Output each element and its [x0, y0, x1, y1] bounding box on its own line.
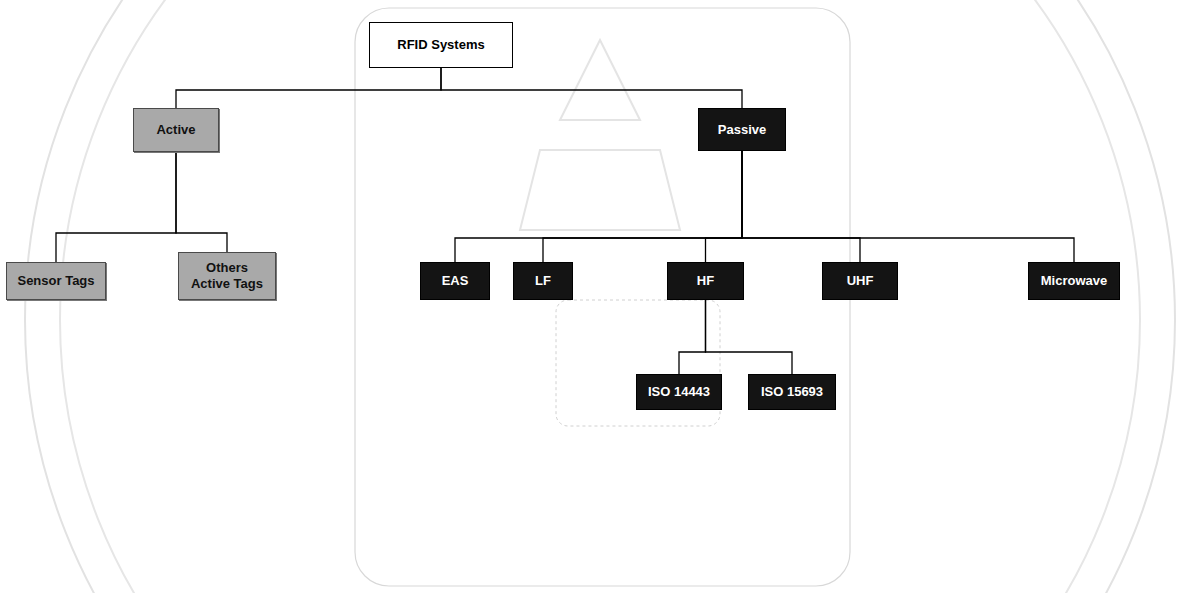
tree-node-box: Sensor Tags	[6, 262, 106, 300]
tree-connector	[706, 151, 743, 262]
tree-node-box: Microwave	[1028, 262, 1120, 300]
selection-outline	[355, 8, 850, 586]
node-label: ISO 14443	[648, 384, 710, 400]
node-label: Sensor Tags	[17, 273, 94, 289]
tree-connector	[742, 151, 1074, 262]
tree-node-box: HF	[667, 262, 744, 300]
tree-connector	[176, 152, 227, 252]
tree-connector	[543, 151, 742, 262]
tree-node-box: RFID Systems	[369, 22, 513, 68]
seal-emblem	[520, 40, 680, 230]
node-label: Active	[156, 122, 195, 138]
tree-node-box: ISO 15693	[748, 374, 836, 410]
node-label: HF	[697, 273, 714, 289]
node-label: UHF	[847, 273, 874, 289]
node-label: Microwave	[1041, 273, 1107, 289]
seal-ring	[60, 0, 1140, 593]
tree-node-box: EAS	[420, 262, 490, 300]
tree-connector	[455, 151, 742, 262]
node-label: EAS	[442, 273, 469, 289]
node-label: Passive	[718, 122, 766, 138]
tree-node-box: Passive	[698, 108, 786, 151]
node-label: Others Active Tags	[185, 260, 269, 291]
tree-connector	[176, 68, 441, 108]
tree-connector	[441, 68, 742, 108]
tree-connector	[679, 300, 706, 374]
node-label: LF	[535, 273, 551, 289]
seal-ring	[25, 0, 1175, 593]
node-label: RFID Systems	[397, 37, 484, 53]
tree-connector	[742, 151, 860, 262]
tree-node-box: Active	[133, 108, 219, 152]
tree-node-box: LF	[513, 262, 573, 300]
tree-node-box: ISO 14443	[636, 374, 722, 410]
tree-connector	[56, 152, 176, 262]
node-label: ISO 15693	[761, 384, 823, 400]
tree-node-box: UHF	[822, 262, 898, 300]
tree-node-box: Others Active Tags	[178, 252, 276, 300]
tree-connector	[706, 300, 793, 374]
